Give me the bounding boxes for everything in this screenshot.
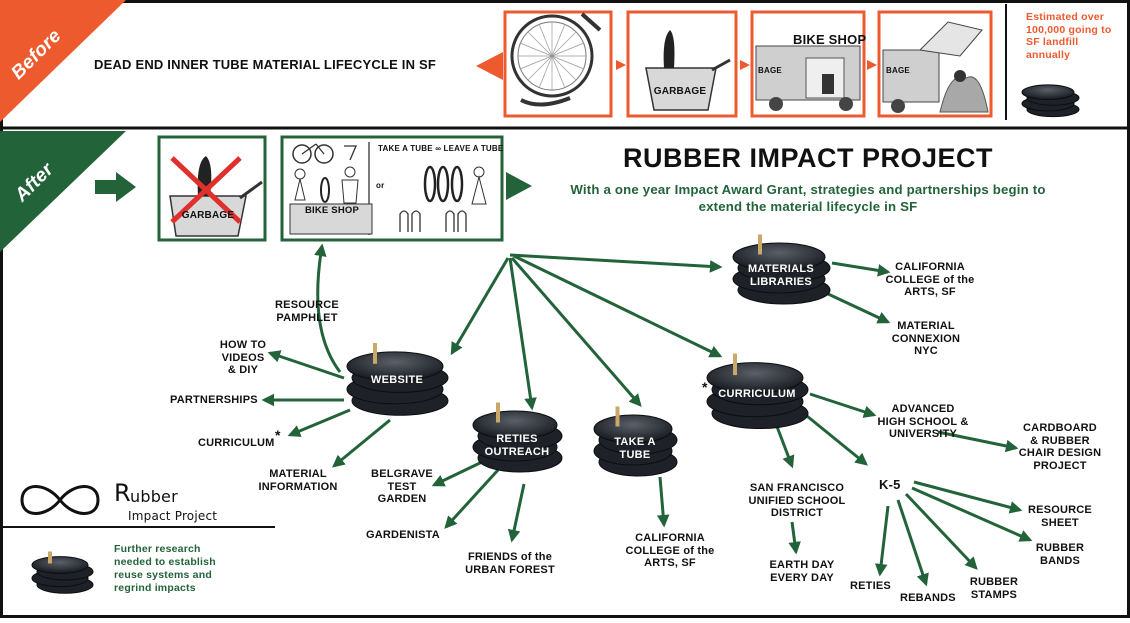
leaf-cca-materials: CALIFORNIA COLLEGE of the ARTS, SF [885,261,975,299]
after-right-arrow [506,172,532,200]
bike-shop-sign: BIKE SHOP [793,32,867,47]
project-title: RUBBER IMPACT PROJECT [622,143,994,173]
footnote-text: Further research needed to establish reu… [114,543,216,595]
landfill-estimate: Estimated over 100,000 going to SF landf… [1026,11,1112,61]
logo-r: R [114,479,131,507]
after-panel-garbage [157,135,267,242]
leaf-curriculum: CURRICULUM [198,437,275,449]
leaf-material-information: MATERIAL INFORMATION [258,468,338,493]
leaf-earth-day: EARTH DAY EVERY DAY [769,559,835,584]
logo-subtitle: Impact Project [128,509,218,523]
tube-layer [706,362,804,394]
tube-materials [732,234,831,305]
leaf-friends-urban-forest: FRIENDS of the URBAN FOREST [465,551,555,576]
flow-arrows [261,243,1033,587]
tube-layer [593,414,673,444]
project-subtitle: With a one year Impact Award Grant, stra… [570,182,1046,215]
tube-valve [496,402,500,423]
truck-label-1: BAGE [758,66,782,75]
leaf-how-to-videos: HOW TO VIDEOS & DIY [219,339,267,377]
leaf-belgrave: BELGRAVE TEST GARDEN [371,468,433,506]
tube-footnote [31,551,94,594]
leaf-advanced-hs: ADVANCED HIGH SCHOOL & UNIVERSITY [877,403,969,441]
tube-take [593,406,678,477]
tube-website [346,343,449,416]
tube-layer [732,242,826,272]
counter-label: BIKE SHOP [304,205,360,216]
leaf-resource-pamphlet: RESOURCE PAMPHLET [275,299,339,324]
hub-curriculum: CURRICULUM [718,388,796,400]
tube-estimate [1021,84,1080,118]
leaf-material-connexion: MATERIAL CONNEXION NYC [891,320,961,358]
leaf-rubber-stamps: RUBBER STAMPS [969,576,1019,601]
leaf-cca-take: CALIFORNIA COLLEGE of the ARTS, SF [625,532,715,570]
hub-reties-outreach: RETIES OUTREACH [484,433,550,458]
leaf-k5: K-5 [879,477,901,492]
after-left-arrow [95,172,136,202]
leaf-rebands: REBANDS [900,592,956,604]
logo-name: ubber [130,487,178,506]
tube-valve [615,406,620,427]
tube-valve [758,234,762,255]
before-banner [0,0,126,122]
before-panel-landfill [877,10,993,118]
before-panel-garbage [626,10,738,118]
leaf-rubber-bands: RUBBER BANDS [1035,542,1085,567]
leaf-gardenista: GARDENISTA [366,529,440,541]
tube-layer [31,556,89,574]
tube-valve [733,353,737,376]
infinity-logo [20,485,100,515]
tube-valve [48,551,52,564]
after-panel-take-a-tube [280,135,504,242]
garbage-label-after: GARBAGE [181,210,235,221]
hub-website: WEBSITE [370,374,424,386]
tube-valve [373,343,377,364]
asterisk-2: * [702,379,708,395]
leaf-reties: RETIES [850,580,891,592]
take-leave-heading: TAKE A TUBE ∞ LEAVE A TUBE [378,144,504,153]
tube-layer [346,351,444,382]
garbage-label-before: GARBAGE [653,86,707,97]
leaf-partnerships: PARTNERSHIPS [170,394,258,406]
before-headline: DEAD END INNER TUBE MATERIAL LIFECYCLE I… [94,57,436,72]
hub-materials-libraries: MATERIALS LIBRARIES [747,263,815,288]
hub-take-a-tube: TAKE A TUBE [614,436,656,461]
or-label: or [376,181,385,190]
leaf-cardboard-chair: CARDBOARD & RUBBER CHAIR DESIGN PROJECT [1018,422,1102,472]
after-banner [0,131,126,252]
tube-layer [1021,84,1075,100]
tube-curriculum [706,353,809,430]
asterisk-1: * [275,427,281,443]
tube-outreach [472,402,563,473]
tube-layer [472,410,558,440]
leaf-sfusd: SAN FRANCISCO UNIFIED SCHOOL DISTRICT [748,482,846,520]
truck-label-2: BAGE [886,66,910,75]
leaf-resource-sheet: RESOURCE SHEET [1028,504,1092,529]
before-left-arrow [476,52,503,80]
before-panel-truck [750,10,866,118]
before-panel-wheel [503,10,613,118]
